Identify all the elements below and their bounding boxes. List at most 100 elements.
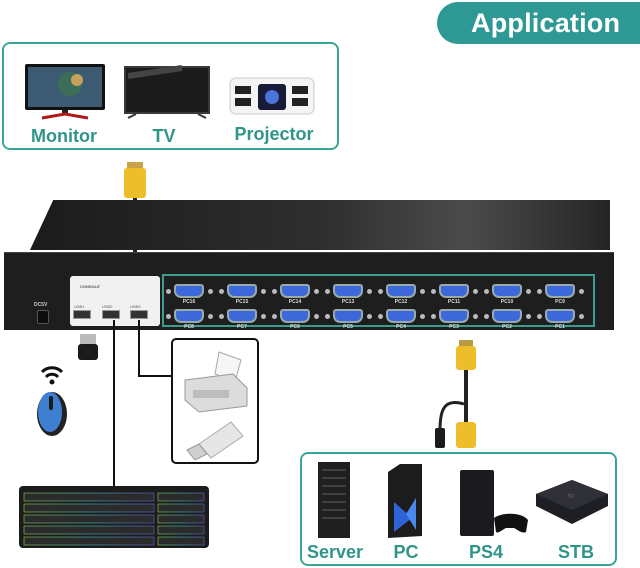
port-label: PC16 — [182, 299, 196, 305]
port-label: PC6 — [290, 324, 300, 330]
port-screw-icon — [473, 289, 478, 294]
vga-port-pc11[interactable] — [439, 284, 469, 298]
port-screw-icon — [272, 314, 277, 319]
port-screw-icon — [378, 314, 383, 319]
port-label: PC12 — [394, 299, 408, 305]
port-label: PC15 — [235, 299, 249, 305]
usb-label-1: USB1 — [74, 304, 85, 309]
port-screw-icon — [431, 314, 436, 319]
tv-icon — [124, 65, 210, 119]
port-screw-icon — [579, 289, 584, 294]
vga-port-pc15[interactable] — [227, 284, 257, 298]
vga-port-pc4[interactable] — [386, 309, 416, 323]
console-label: CONSOLE — [80, 284, 100, 289]
port-screw-icon — [526, 314, 531, 319]
output-devices-box: Monitor TV Projector — [2, 42, 339, 150]
input-devices-box: tv Server PC PS4 STB — [300, 452, 617, 566]
input-label-stb: STB — [558, 542, 594, 562]
port-screw-icon — [261, 289, 266, 294]
input-label-pc: PC — [393, 542, 419, 562]
vga-port-pc1[interactable] — [545, 309, 575, 323]
port-screw-icon — [484, 314, 489, 319]
usb-flash-drive-icon — [186, 421, 244, 460]
vga-port-pc10[interactable] — [492, 284, 522, 298]
svg-text:tv: tv — [568, 493, 574, 500]
port-label: PC8 — [184, 324, 194, 330]
keyboard-icon — [19, 486, 209, 548]
server-icon — [318, 462, 350, 538]
printer-icon — [184, 351, 248, 413]
port-label: PC13 — [341, 299, 355, 305]
vga-port-pc16[interactable] — [174, 284, 204, 298]
usb-label-3: USB3 — [130, 304, 141, 309]
port-screw-icon — [537, 314, 542, 319]
vga-port-pc8[interactable] — [174, 309, 204, 323]
port-label: PC9 — [555, 299, 565, 305]
vga-port-pc5[interactable] — [333, 309, 363, 323]
port-screw-icon — [325, 289, 330, 294]
port-screw-icon — [378, 289, 383, 294]
input-label-ps4: PS4 — [468, 542, 504, 562]
application-title: Application — [471, 7, 621, 38]
port-screw-icon — [526, 289, 531, 294]
usb-label-2: USB2 — [102, 304, 113, 309]
power-label: DC5V — [34, 302, 48, 308]
vga-port-pc14[interactable] — [280, 284, 310, 298]
console-panel: CONSOLE USB1 USB2 USB3 — [70, 276, 160, 326]
vga-port-pc7[interactable] — [227, 309, 257, 323]
port-screw-icon — [325, 314, 330, 319]
vga-port-pc13[interactable] — [333, 284, 363, 298]
port-label: PC4 — [396, 324, 406, 330]
port-screw-icon — [208, 314, 213, 319]
port-screw-icon — [484, 289, 489, 294]
input-label-server: Server — [306, 542, 364, 562]
port-screw-icon — [272, 289, 277, 294]
usb-receiver-icon — [78, 334, 98, 360]
port-screw-icon — [420, 314, 425, 319]
application-title-pill: Application — [437, 2, 640, 44]
port-screw-icon — [314, 314, 319, 319]
projector-icon — [229, 77, 315, 115]
kvm-switch-top — [30, 200, 610, 250]
printer-cable-horizontal — [138, 375, 172, 377]
usb-port-1[interactable] — [73, 310, 91, 319]
output-label-projector: Projector — [234, 124, 314, 144]
port-screw-icon — [166, 289, 171, 294]
vga-port-pc6[interactable] — [280, 309, 310, 323]
port-screw-icon — [431, 289, 436, 294]
vga-port-pc3[interactable] — [439, 309, 469, 323]
port-screw-icon — [579, 314, 584, 319]
printer-cable-vertical — [138, 320, 140, 376]
port-screw-icon — [261, 314, 266, 319]
usb-port-2[interactable] — [102, 310, 120, 319]
port-screw-icon — [473, 314, 478, 319]
port-screw-icon — [367, 314, 372, 319]
pc-tower-icon — [388, 464, 422, 538]
port-screw-icon — [219, 314, 224, 319]
port-label: PC14 — [288, 299, 302, 305]
usb-port-3[interactable] — [130, 310, 148, 319]
port-screw-icon — [420, 289, 425, 294]
kvm-input-cable-icon — [435, 340, 476, 448]
port-label: PC1 — [555, 324, 565, 330]
port-screw-icon — [314, 289, 319, 294]
port-screw-icon — [166, 314, 171, 319]
port-label: PC5 — [343, 324, 353, 330]
port-screw-icon — [367, 289, 372, 294]
vga-port-pc12[interactable] — [386, 284, 416, 298]
port-label: PC3 — [449, 324, 459, 330]
vga-port-pc2[interactable] — [492, 309, 522, 323]
usb-peripherals-box — [171, 338, 259, 464]
port-label: PC11 — [447, 299, 461, 305]
port-label: PC7 — [237, 324, 247, 330]
vga-port-pc9[interactable] — [545, 284, 575, 298]
port-screw-icon — [537, 289, 542, 294]
port-screw-icon — [219, 289, 224, 294]
wireless-mouse-icon — [37, 366, 67, 436]
output-label-tv: TV — [152, 126, 176, 146]
ps4-icon — [460, 470, 528, 536]
keyboard-cable — [113, 320, 115, 486]
port-label: PC10 — [500, 299, 514, 305]
power-jack[interactable] — [37, 310, 49, 324]
